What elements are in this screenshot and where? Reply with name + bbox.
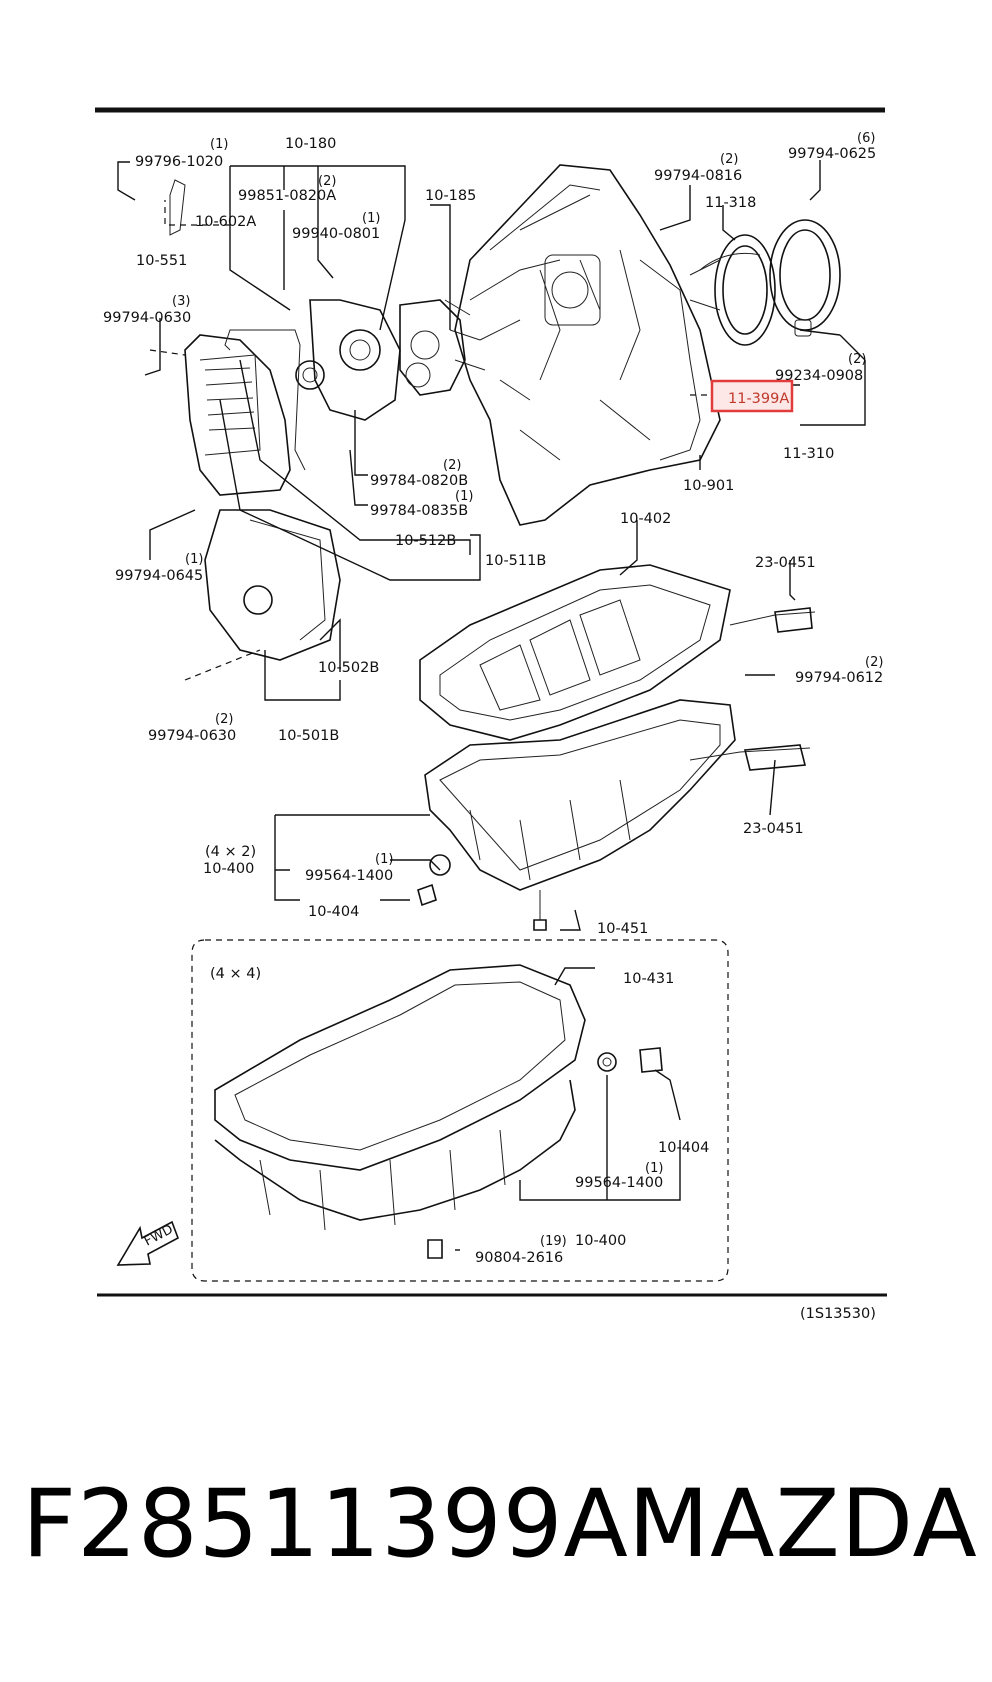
- qty-label: (1): [455, 489, 473, 504]
- part-label-99794-0816: 99794-0816: [654, 168, 742, 184]
- rear-seal-drawing: [689, 219, 841, 346]
- part-label-23-0451: 23-0451: [755, 555, 816, 571]
- part-label-23-0451: 23-0451: [743, 821, 804, 837]
- qty-label: (2): [865, 655, 883, 670]
- part-label-99784-0835B: 99784-0835B: [370, 503, 468, 519]
- engine-block-drawing: [444, 164, 721, 526]
- 4x4-variant-box: [191, 939, 729, 1282]
- part-label-10-602A: 10-602A: [195, 214, 256, 230]
- part-label-10-402: 10-402: [620, 511, 671, 527]
- make-name: MAZDA: [628, 1470, 978, 1579]
- part-label-10-404: 10-404: [308, 904, 359, 920]
- part-label-99564-1400: 99564-1400: [575, 1175, 663, 1191]
- part-label-99940-0801: 99940-0801: [292, 226, 380, 242]
- qty-label: (2): [443, 458, 461, 473]
- variant-label-4x2: (4 × 2): [205, 844, 256, 860]
- part-label-10-400: 10-400: [203, 861, 254, 877]
- part-label-10-180: 10-180: [285, 136, 336, 152]
- part-label-10-451: 10-451: [597, 921, 648, 937]
- part-label-90804-2616: 90804-2616: [475, 1250, 563, 1266]
- oil-pan-upper-drawing: [419, 564, 816, 741]
- part-label-10-431: 10-431: [623, 971, 674, 987]
- variant-label-4x4: (4 × 4): [210, 966, 261, 982]
- part-label-11-399A: 11-399A: [728, 391, 789, 407]
- part-label-10-185: 10-185: [425, 188, 476, 204]
- qty-label: (1): [362, 211, 380, 226]
- part-number: F28511399A: [22, 1470, 629, 1579]
- part-label-99564-1400: 99564-1400: [305, 868, 393, 884]
- part-label-99794-0630: 99794-0630: [103, 310, 191, 326]
- part-label-99794-0630: 99794-0630: [148, 728, 236, 744]
- part-label-99784-0820B: 99784-0820B: [370, 473, 468, 489]
- qty-label: (1): [210, 137, 228, 152]
- part-label-10-901: 10-901: [683, 478, 734, 494]
- qty-label: (1): [645, 1161, 663, 1176]
- qty-label: (19): [540, 1234, 567, 1249]
- part-label-10-404: 10-404: [658, 1140, 709, 1156]
- diagram-code: (1S13530): [800, 1306, 876, 1322]
- part-label-10-551: 10-551: [136, 253, 187, 269]
- fwd-arrow-icon: FWD: [116, 1220, 179, 1266]
- qty-label: (2): [215, 712, 233, 727]
- part-label-99794-0645: 99794-0645: [115, 568, 203, 584]
- part-label-99794-0612: 99794-0612: [795, 670, 883, 686]
- part-label-99794-0625: 99794-0625: [788, 146, 876, 162]
- part-label-99234-0908: 99234-0908: [775, 368, 863, 384]
- oil-pan-4x4-drawing: [214, 964, 663, 1259]
- fwd-label: FWD: [142, 1222, 176, 1249]
- qty-label: (1): [185, 552, 203, 567]
- part-label-10-511B: 10-511B: [485, 553, 546, 569]
- part-label-99796-1020: 99796-1020: [135, 154, 223, 170]
- part-label-10-400: 10-400: [575, 1233, 626, 1249]
- qty-label: (2): [720, 152, 738, 167]
- footer: F28511399A MAZDA: [0, 1470, 992, 1590]
- highlight-box: [710, 379, 794, 413]
- part-label-99851-0820A: 99851-0820A: [238, 188, 336, 204]
- qty-label: (2): [318, 174, 336, 189]
- qty-label: (2): [848, 352, 866, 367]
- part-label-10-502B: 10-502B: [318, 660, 379, 676]
- timing-cover-drawing: [169, 179, 466, 661]
- exploded-view: FWD: [95, 107, 887, 1322]
- qty-label: (1): [375, 852, 393, 867]
- part-label-11-318: 11-318: [705, 195, 756, 211]
- qty-label: (6): [857, 131, 875, 146]
- part-label-10-501B: 10-501B: [278, 728, 339, 744]
- qty-label: (3): [172, 294, 190, 309]
- leader-lines: [117, 160, 866, 1251]
- part-label-11-310: 11-310: [783, 446, 834, 462]
- part-label-10-512B: 10-512B: [395, 533, 456, 549]
- oil-pan-lower-drawing: [417, 699, 811, 931]
